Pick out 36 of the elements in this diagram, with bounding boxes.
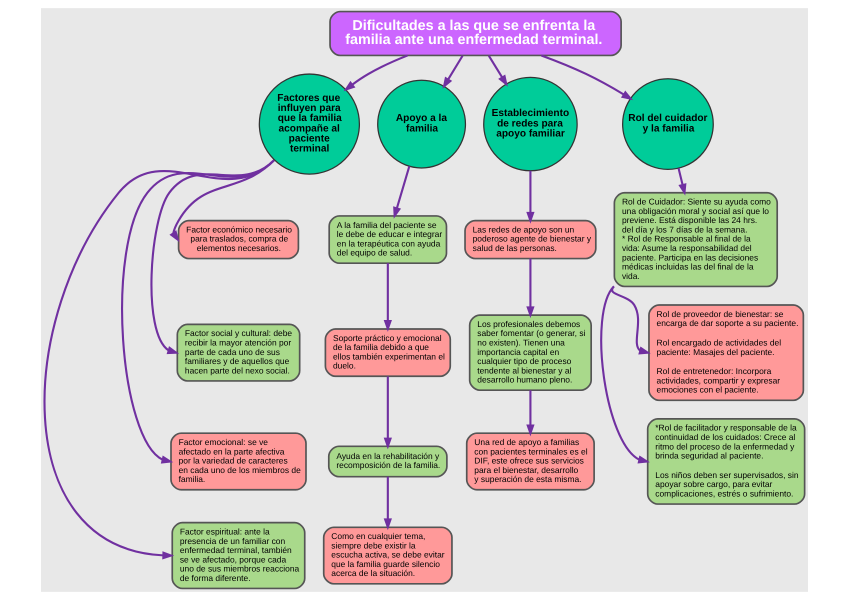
arrow [526,170,534,224]
node-box: Factor espiritual: ante la presencia de un familiar con enfermedad terminal, también se ve afectado, porque cada uno de sus miembros reacciona de forma diferente. [170,522,306,590]
node-box: Dificultades a las que se enfrenta la familia ante una enfermedad terminal. [328,10,622,56]
node-circle: Establecimiento de redes para apoyo familiar [482,76,578,172]
node-box: Factor social y cultural: debe recibir la mayor atención por parte de cada uno de sus familiares y de aquellos que hacen parte del nexo social. [176,324,300,382]
arrow [120,160,274,464]
node-box: Ayuda en la rehabilitación y recomposición de la familia. [327,445,448,478]
arrow [442,55,464,89]
node-box: Como en cualquier tema, siempre debe existir la escucha activa, se debe evitar que la familia guarde silencio acerca de la situación. [322,526,452,585]
arrow [383,376,392,450]
arrow [540,54,633,100]
node-box: Rol de Cuidador: Siente su ayuda como una obligación moral y social así que lo previene. Está disponible las 24 hrs. del día y los 7 días de la semana. * Rol de Responsable al final de la vida: Asume la responsabilidad del paciente. Participa en las decisiones médicas incluidas las del final de la vida. [613,192,778,288]
arrow [392,166,410,219]
node-box: *Rol de facilitador y responsable de la continuidad de los cuidados: Crece al ritmo del proceso de la enfermedad y brinda seguridad al paciente. Los niños deben ser supervisados, sin apoyar sobre cargo, para evitar complicaciones, estrés o sufrimiento. [646,418,805,505]
arrow [610,286,650,354]
arrow [677,168,686,196]
arrow [43,160,274,560]
arrow [383,476,392,530]
arrow [150,160,274,354]
node-box: Factor económico necesario para traslados, compra de elementos necesarios. [177,220,299,260]
node-circle: Apoyo a la familia [376,80,466,169]
arrow [526,390,534,436]
node-circle: Factores que influyen para que la familia acompañe al paciente terminal [258,73,360,175]
arrow [487,55,508,87]
arrow [383,263,392,332]
node-box: Factor emocional: se ve afectado en la parte afectiva por la variedad de caracteres en cada uno de los miembros de familia. [170,432,306,491]
node-box: Las redes de apoyo son un poderoso agente de bienestar y salud de las personas. [464,220,596,260]
node-box: A la familia del paciente se le debe de educar e integrar en la terapéutica con ayuda del equipo de salud. [328,215,447,264]
arrow [526,258,534,318]
node-box: Los profesionales debemos saber fomentar (o generar, si no existen). Tienen una importancia capital en cualquier tipo de proceso tendente al bienestar y al desarrollo humano pleno. [468,314,592,392]
node-box: Soporte práctico y emocional de la familia debido a que ellos también experimentan el duelo. [324,328,451,378]
node-circle: Rol del cuidador y la familia [622,78,714,170]
node-box: Rol de proveedor de bienestar: se encarga de dar soporte a su paciente. Rol encargado de actividades del paciente: Masajes del paciente. Rol de entretenedor: Incorpora actividades, compartir y expresar emociones con el paciente. [648,304,804,402]
arrow [600,286,650,464]
node-box: Una red de apoyo a familias con pacientes terminales es el DIF, este ofrece sus servicios para el bienestar, desarrollo y superación de esta misma. [465,432,594,491]
arrow [343,54,408,92]
